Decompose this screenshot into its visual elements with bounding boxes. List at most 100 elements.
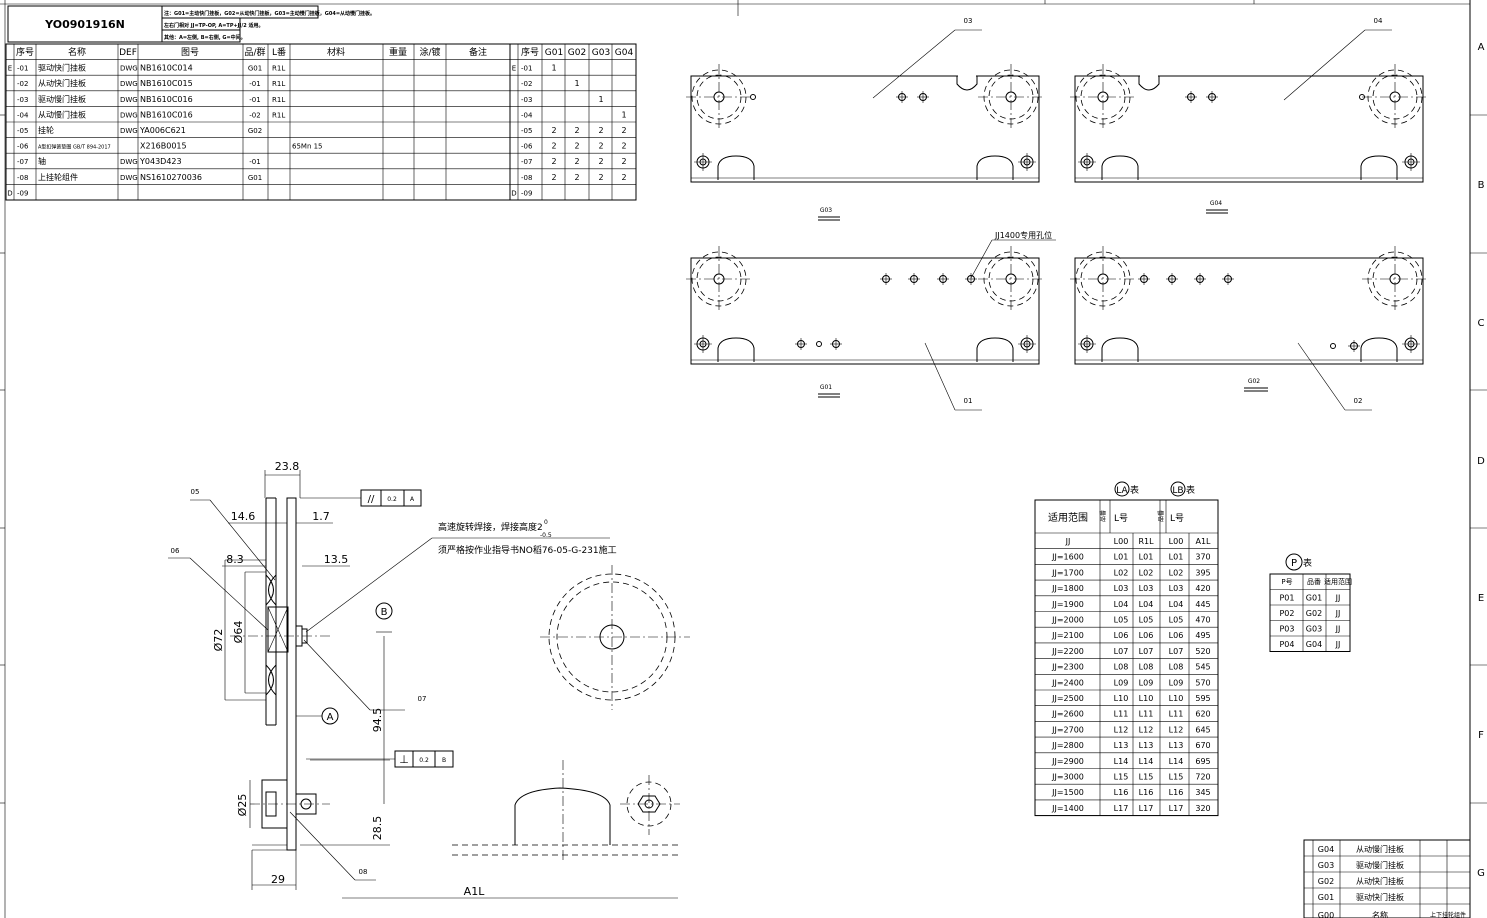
qty-cell: 2 <box>551 126 556 135</box>
tol2-symbol: ⊥ <box>399 753 409 766</box>
la-cell: L15 <box>1139 773 1154 782</box>
la-cell: JJ=1800 <box>1051 584 1084 593</box>
p-cell: P01 <box>1279 594 1294 603</box>
la-cell: 670 <box>1195 741 1210 750</box>
la-head-l: L号 <box>1114 513 1128 524</box>
parts-drawing: NB1610C014 <box>140 64 193 73</box>
parts-name: 轴 <box>38 156 46 166</box>
parts-no: -07 <box>17 158 28 166</box>
front-view <box>452 565 690 860</box>
la-cell: L06 <box>1169 631 1184 640</box>
dim-29: 29 <box>271 873 285 886</box>
tol1-value: 0.2 <box>387 496 397 503</box>
qty-cell: 2 <box>598 126 603 135</box>
parts-l: R1L <box>272 65 285 73</box>
qty-no: -06 <box>521 143 533 151</box>
parts-rev: E <box>8 65 12 73</box>
parts-def: DWG <box>120 158 138 166</box>
parts-group: G02 <box>248 127 262 135</box>
la-cell: JJ=2000 <box>1051 616 1084 625</box>
la-cell: L09 <box>1114 678 1129 687</box>
la-cell: JJ=1500 <box>1051 788 1084 797</box>
parts-name: A型扣弹簧垫圈 GB/T 894-2017 <box>38 144 111 151</box>
la-cell: L17 <box>1169 804 1184 813</box>
group-name: 从动快门挂板 <box>1356 876 1404 886</box>
la-cell: L09 <box>1139 678 1154 687</box>
p-cell: G02 <box>1306 609 1322 618</box>
qty-no: -01 <box>521 65 532 73</box>
lb-suffix: 表 <box>1186 484 1195 496</box>
qty-cell: 1 <box>574 79 579 88</box>
group-name: 从动慢门挂板 <box>1356 844 1404 854</box>
la-head-group: 品番 <box>1100 510 1107 522</box>
zone-letter-g: G <box>1477 868 1485 879</box>
la-cell: 545 <box>1195 663 1210 672</box>
qty-header: G04 <box>615 48 634 58</box>
balloon-06: 06 <box>171 547 180 555</box>
la-cell: JJ=1400 <box>1051 804 1084 813</box>
la-cell: L07 <box>1114 647 1129 656</box>
la-cell: L07 <box>1139 647 1154 656</box>
parts-def: DWG <box>120 96 138 104</box>
tol1-datum: A <box>410 496 415 503</box>
parts-no: -04 <box>17 111 29 119</box>
la-cell: L11 <box>1114 710 1129 719</box>
la-cell: L12 <box>1114 725 1129 734</box>
la-cell: L01 <box>1169 553 1184 562</box>
tol2-datum: B <box>442 757 446 764</box>
note-line-2: 左右门相对 JJ=TP-OP, A=TP+JJ/2 适用。 <box>163 22 263 29</box>
lb-head-l: L号 <box>1170 513 1184 524</box>
dim-dia-64: Ø64 <box>232 621 245 644</box>
parts-no: -08 <box>17 174 28 182</box>
qty-cell: 2 <box>574 157 579 166</box>
group-g01: G01 <box>820 384 832 391</box>
p-cell: JJ <box>1335 594 1341 603</box>
group-footer-name: 名称 <box>1372 910 1388 918</box>
qty-no: -09 <box>521 189 532 197</box>
parts-drawing: X216B0015 <box>140 142 187 151</box>
la-cell: L13 <box>1139 741 1154 750</box>
parts-material: 65Mn 15 <box>292 143 323 151</box>
la-cell: 595 <box>1195 694 1210 703</box>
la-cell: JJ=2700 <box>1051 725 1084 734</box>
parts-name: 驱动快门挂板 <box>38 63 86 73</box>
p-cell: G04 <box>1306 640 1322 649</box>
la-cell: 370 <box>1195 553 1210 562</box>
zone-letter-f: F <box>1478 730 1484 741</box>
dim-dia-25: Ø25 <box>236 794 249 817</box>
parts-group: G01 <box>248 65 262 73</box>
view-labels: 03 04 01 02 G03 G04 G01 G02 JJ1400专用孔位 <box>818 17 1392 411</box>
lb-title: LB <box>1172 486 1183 496</box>
qty-cell: 2 <box>621 142 626 151</box>
la-cell: L14 <box>1169 757 1184 766</box>
la-cell: 395 <box>1195 568 1210 577</box>
qty-no: -08 <box>521 174 532 182</box>
la-cell: L04 <box>1169 600 1184 609</box>
note-line-3: 其他：A=左侧, B=右侧, G=中间。 <box>164 34 246 41</box>
balloon-08: 08 <box>359 868 368 876</box>
parts-no: -09 <box>17 189 28 197</box>
dim-94-5: 94.5 <box>371 708 384 733</box>
la-cell: L15 <box>1169 773 1184 782</box>
label-03: 03 <box>964 17 973 25</box>
la-cell: L17 <box>1139 804 1154 813</box>
la-title: LA <box>1116 486 1128 496</box>
qty-header: G03 <box>592 48 610 58</box>
parts-group: -01 <box>249 158 260 166</box>
la-cell: JJ <box>1065 537 1071 546</box>
la-cell: L03 <box>1114 584 1129 593</box>
p-cell: P03 <box>1279 625 1294 634</box>
la-cell: L11 <box>1169 710 1184 719</box>
zone-letter-b: B <box>1478 180 1485 191</box>
la-cell: 420 <box>1195 584 1210 593</box>
group-name: 驱动快门挂板 <box>1356 892 1404 902</box>
la-cell: L12 <box>1139 725 1154 734</box>
parts-drawing: NB1610C016 <box>140 110 193 119</box>
la-suffix: 表 <box>1130 484 1139 496</box>
parts-drawing: NB1610C015 <box>140 79 193 88</box>
p-header: P号 <box>1281 578 1292 586</box>
qty-cell: 2 <box>621 173 626 182</box>
parts-l: R1L <box>272 111 285 119</box>
